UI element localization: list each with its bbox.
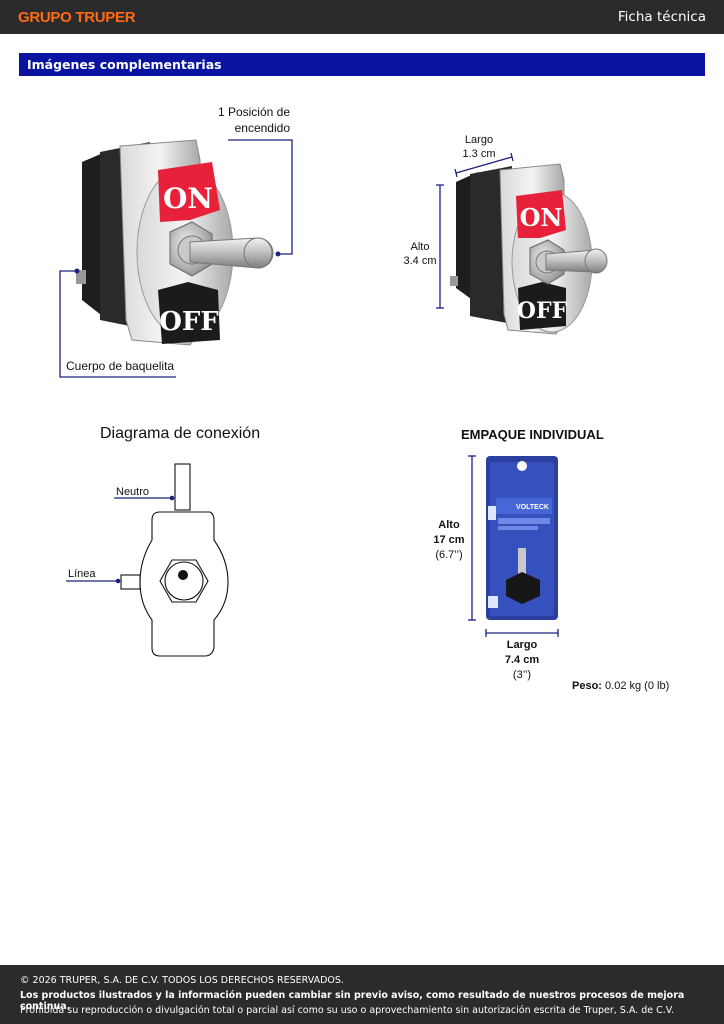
off-label-small: OFF — [517, 298, 568, 324]
package-weight: Peso: 0.02 kg (0 lb) — [572, 678, 669, 694]
height-text: Alto 3.4 cm — [398, 240, 442, 268]
height-dimension-line — [436, 184, 444, 309]
footer: © 2026 TRUPER, S.A. DE C.V. TODOS LOS DE… — [0, 965, 724, 1024]
package-length-in: (3’’) — [512, 669, 532, 681]
package-height-label: Alto — [438, 519, 460, 531]
height-label: Alto — [410, 241, 430, 253]
callout-position-text: 1 Posición de encendido — [210, 104, 290, 136]
neutral-callout-line — [114, 495, 175, 501]
off-label: OFF — [159, 307, 219, 337]
on-label-small: ON — [520, 203, 563, 232]
neutral-terminal — [174, 463, 191, 511]
package-height-cm: 17 cm — [433, 534, 465, 546]
callout-body-line — [59, 268, 176, 378]
connection-diagram — [120, 463, 229, 657]
callout-body-text: Cuerpo de baquelita — [66, 359, 175, 373]
callout-position-line1: 1 Posición de — [217, 105, 290, 119]
section-header: Imágenes complementarias — [19, 53, 705, 76]
on-label: ON — [163, 182, 213, 215]
package-length-cm: 7.4 cm — [504, 654, 540, 666]
line-label: Línea — [68, 568, 96, 580]
nut-hexagon — [159, 559, 209, 603]
height-value: 3.4 cm — [403, 255, 437, 267]
off-label-badge: OFF — [158, 282, 220, 344]
footer-notice: Los productos ilustrados y la informació… — [20, 990, 685, 1012]
package-height-text: Alto 17 cm (6.7’’) — [424, 518, 474, 563]
line-terminal — [120, 574, 141, 590]
neutral-label: Neutro — [116, 486, 150, 498]
switch-dims-illustration: ON OFF — [450, 163, 608, 335]
package-title: EMPAQUE INDIVIDUAL — [461, 427, 604, 442]
package-length-label: Largo — [506, 639, 538, 651]
line-callout-line — [66, 578, 121, 584]
callout-position-line — [228, 139, 293, 257]
weight-label: Peso: — [572, 680, 602, 692]
weight-value: 0.02 kg (0 lb) — [605, 680, 670, 692]
switch-outline — [139, 511, 229, 657]
section-title: Imágenes complementarias — [27, 57, 222, 72]
package-illustration: VOLTECK — [486, 456, 558, 620]
callout-position-line2: encendido — [234, 121, 290, 135]
package-height-in: (6.7’’) — [435, 549, 463, 561]
length-dimension-line — [454, 152, 514, 178]
bushing-circle — [164, 561, 204, 601]
footer-copyright: © 2026 TRUPER, S.A. DE C.V. TODOS LOS DE… — [20, 975, 344, 986]
length-label: Largo — [464, 134, 494, 146]
package-length-line — [485, 629, 559, 637]
lever-dot — [178, 570, 188, 580]
package-length-text: Largo 7.4 cm (3’’) — [496, 638, 548, 683]
top-bar: GRUPO TRUPER Ficha técnica — [0, 0, 724, 34]
toggle-lever — [189, 237, 274, 269]
package-height-line — [468, 455, 476, 621]
on-label-badge: ON — [158, 162, 220, 222]
doc-type-label: Ficha técnica — [617, 9, 706, 25]
footer-prohibition: Prohibida su reproducción o divulgación … — [20, 1005, 675, 1016]
length-text: Largo 1.3 cm — [452, 133, 506, 161]
brand-logo: GRUPO TRUPER — [18, 9, 136, 26]
length-value: 1.3 cm — [462, 148, 496, 160]
pack-brand-text: VOLTECK — [516, 504, 549, 511]
diagram-title: Diagrama de conexión — [100, 425, 261, 442]
